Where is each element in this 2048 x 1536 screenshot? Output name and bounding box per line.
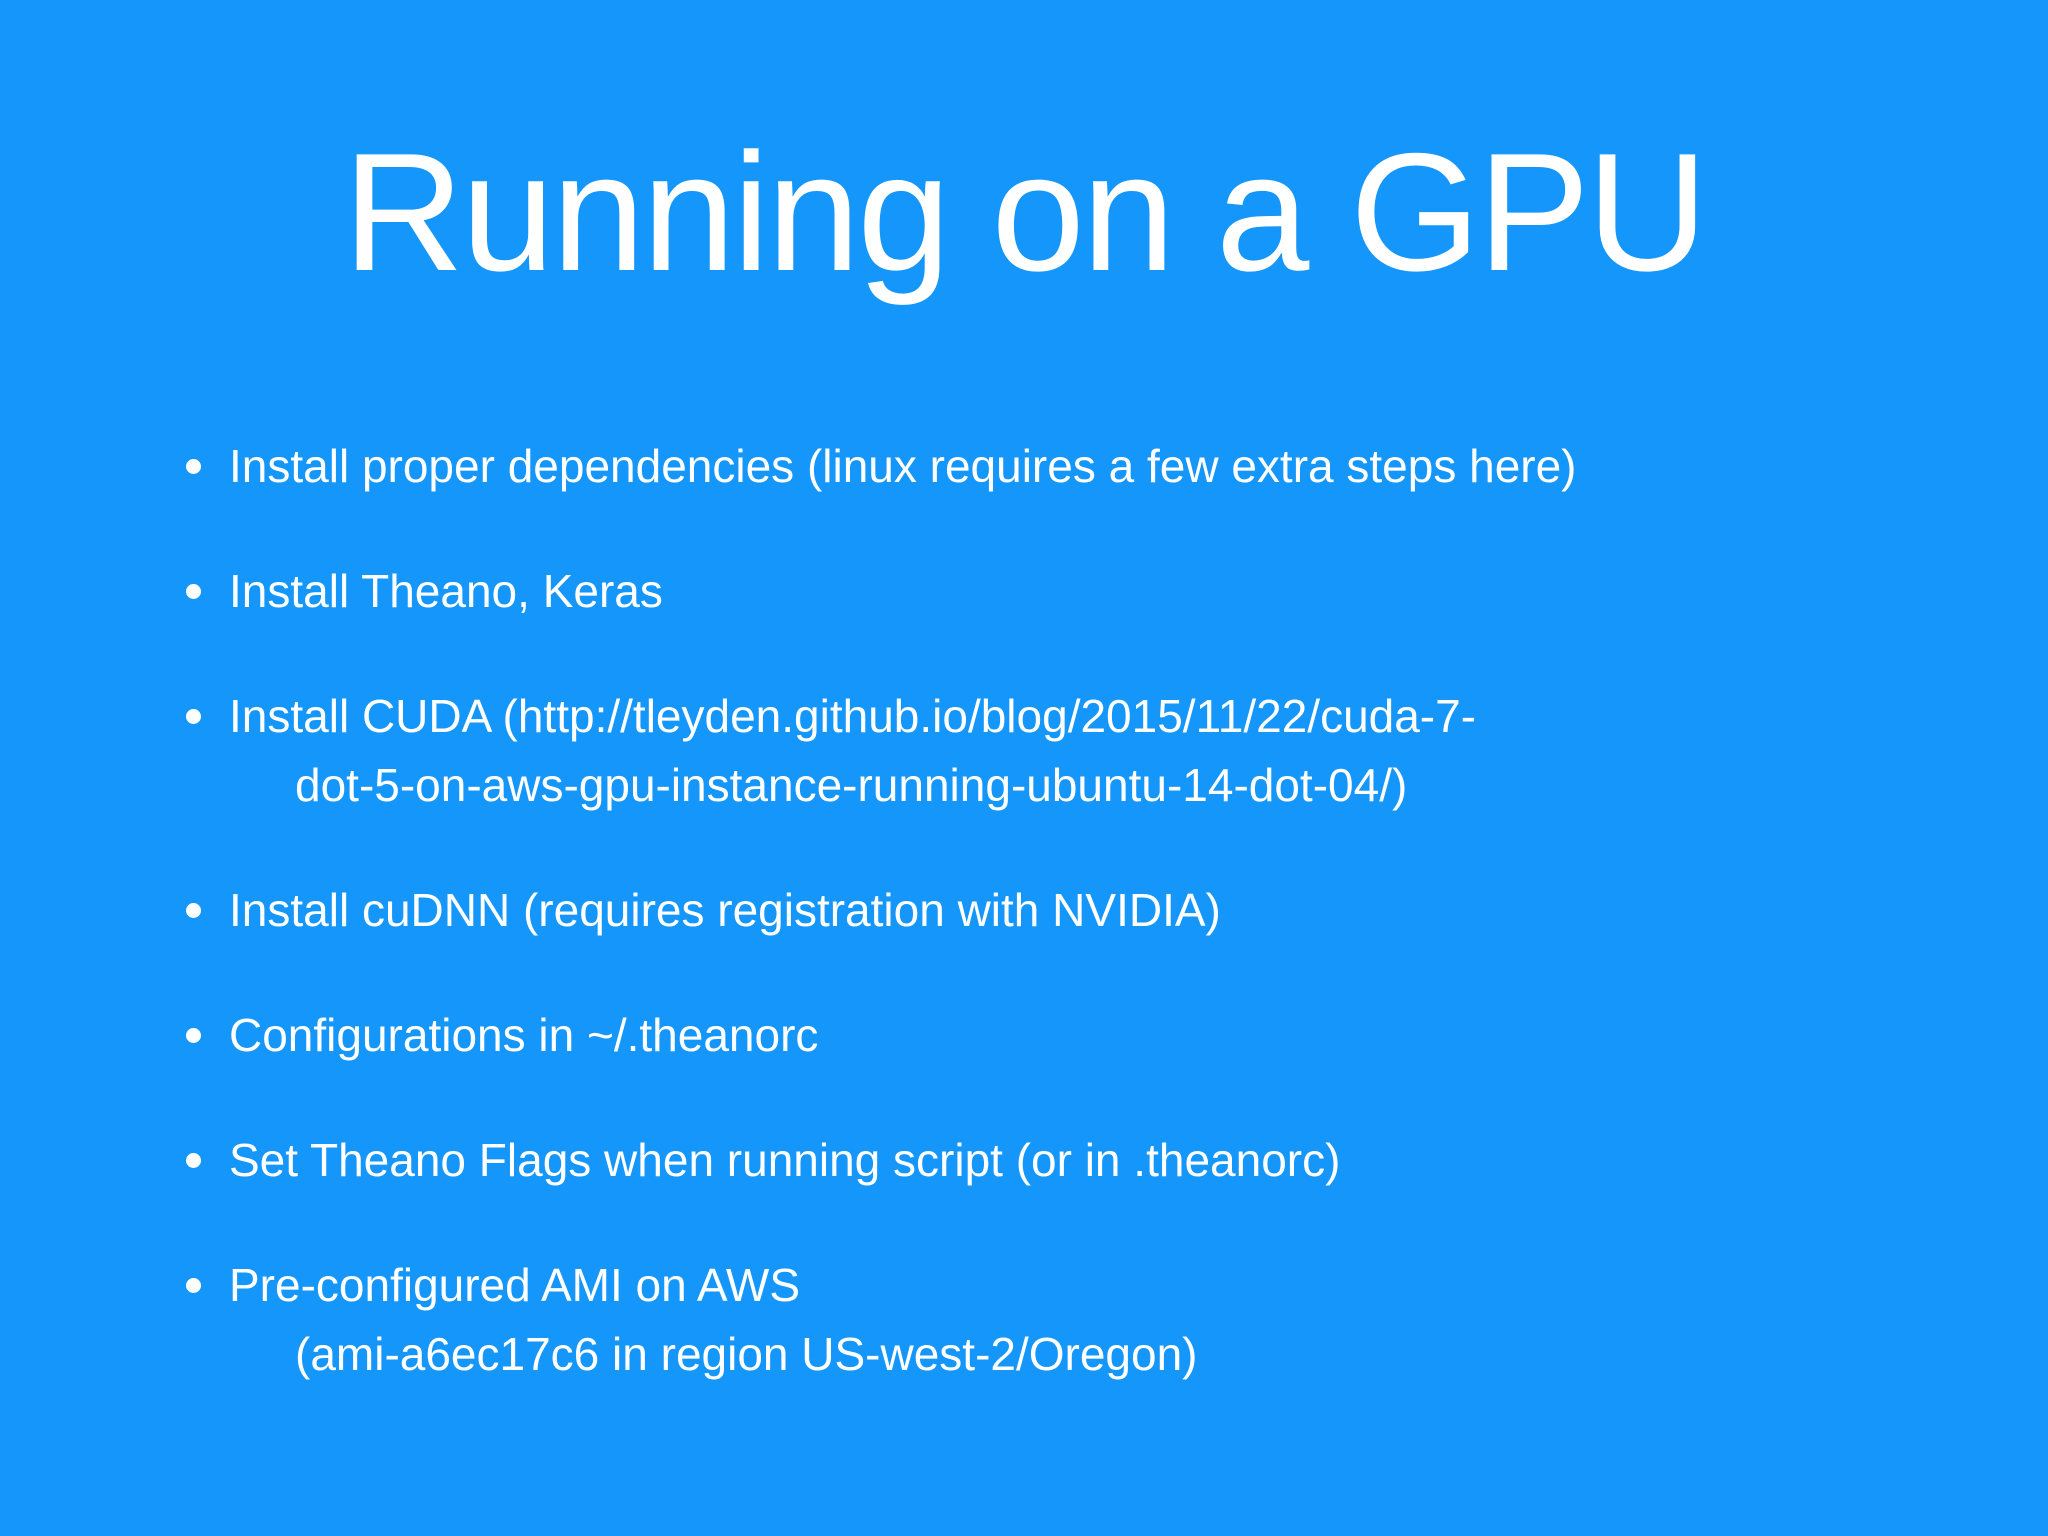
bullet-text-line: (ami-a6ec17c6 in region US-west-2/Oregon…: [295, 1328, 1198, 1380]
slide-title: Running on a GPU: [342, 118, 1708, 306]
bullet-text: Pre-configured AMI on AWS (ami-a6ec17c6 i…: [229, 1251, 1198, 1389]
bullet-list: Install proper dependencies (linux requi…: [186, 432, 1948, 1445]
bullet-text-line: Install cuDNN (requires registration wit…: [229, 884, 1221, 936]
bullet-text-line: Set Theano Flags when running script (or…: [229, 1134, 1341, 1186]
bullet-item: Pre-configured AMI on AWS (ami-a6ec17c6 i…: [186, 1251, 1948, 1389]
bullet-text-line: Configurations in ~/.theanorc: [229, 1009, 819, 1061]
bullet-text-line: Install proper dependencies (linux requi…: [229, 440, 1577, 492]
bullet-item: Install cuDNN (requires registration wit…: [186, 876, 1948, 945]
bullet-dot-icon: [186, 1153, 201, 1168]
bullet-dot-icon: [186, 1028, 201, 1043]
bullet-text: Configurations in ~/.theanorc: [229, 1001, 818, 1070]
bullet-text-line: dot-5-on-aws-gpu-instance-running-ubuntu…: [295, 759, 1408, 811]
bullet-dot-icon: [186, 584, 201, 599]
bullet-text: Install CUDA (http://tleyden.github.io/b…: [229, 682, 1476, 820]
bullet-item: Set Theano Flags when running script (or…: [186, 1126, 1948, 1195]
bullet-item: Install Theano, Keras: [186, 557, 1948, 626]
bullet-dot-icon: [186, 459, 201, 474]
bullet-text-line: Install CUDA (http://tleyden.github.io/b…: [229, 690, 1477, 742]
bullet-item: Install CUDA (http://tleyden.github.io/b…: [186, 682, 1948, 820]
bullet-dot-icon: [186, 709, 201, 724]
bullet-text-line: Pre-configured AMI on AWS: [229, 1259, 801, 1311]
bullet-text: Install cuDNN (requires registration wit…: [229, 876, 1221, 945]
bullet-item: Configurations in ~/.theanorc: [186, 1001, 1948, 1070]
bullet-text-line: Install Theano, Keras: [229, 565, 663, 617]
bullet-text: Set Theano Flags when running script (or…: [229, 1126, 1340, 1195]
bullet-dot-icon: [186, 1278, 201, 1293]
bullet-item: Install proper dependencies (linux requi…: [186, 432, 1948, 501]
bullet-text: Install proper dependencies (linux requi…: [229, 432, 1577, 501]
bullet-dot-icon: [186, 903, 201, 918]
bullet-text: Install Theano, Keras: [229, 557, 663, 626]
